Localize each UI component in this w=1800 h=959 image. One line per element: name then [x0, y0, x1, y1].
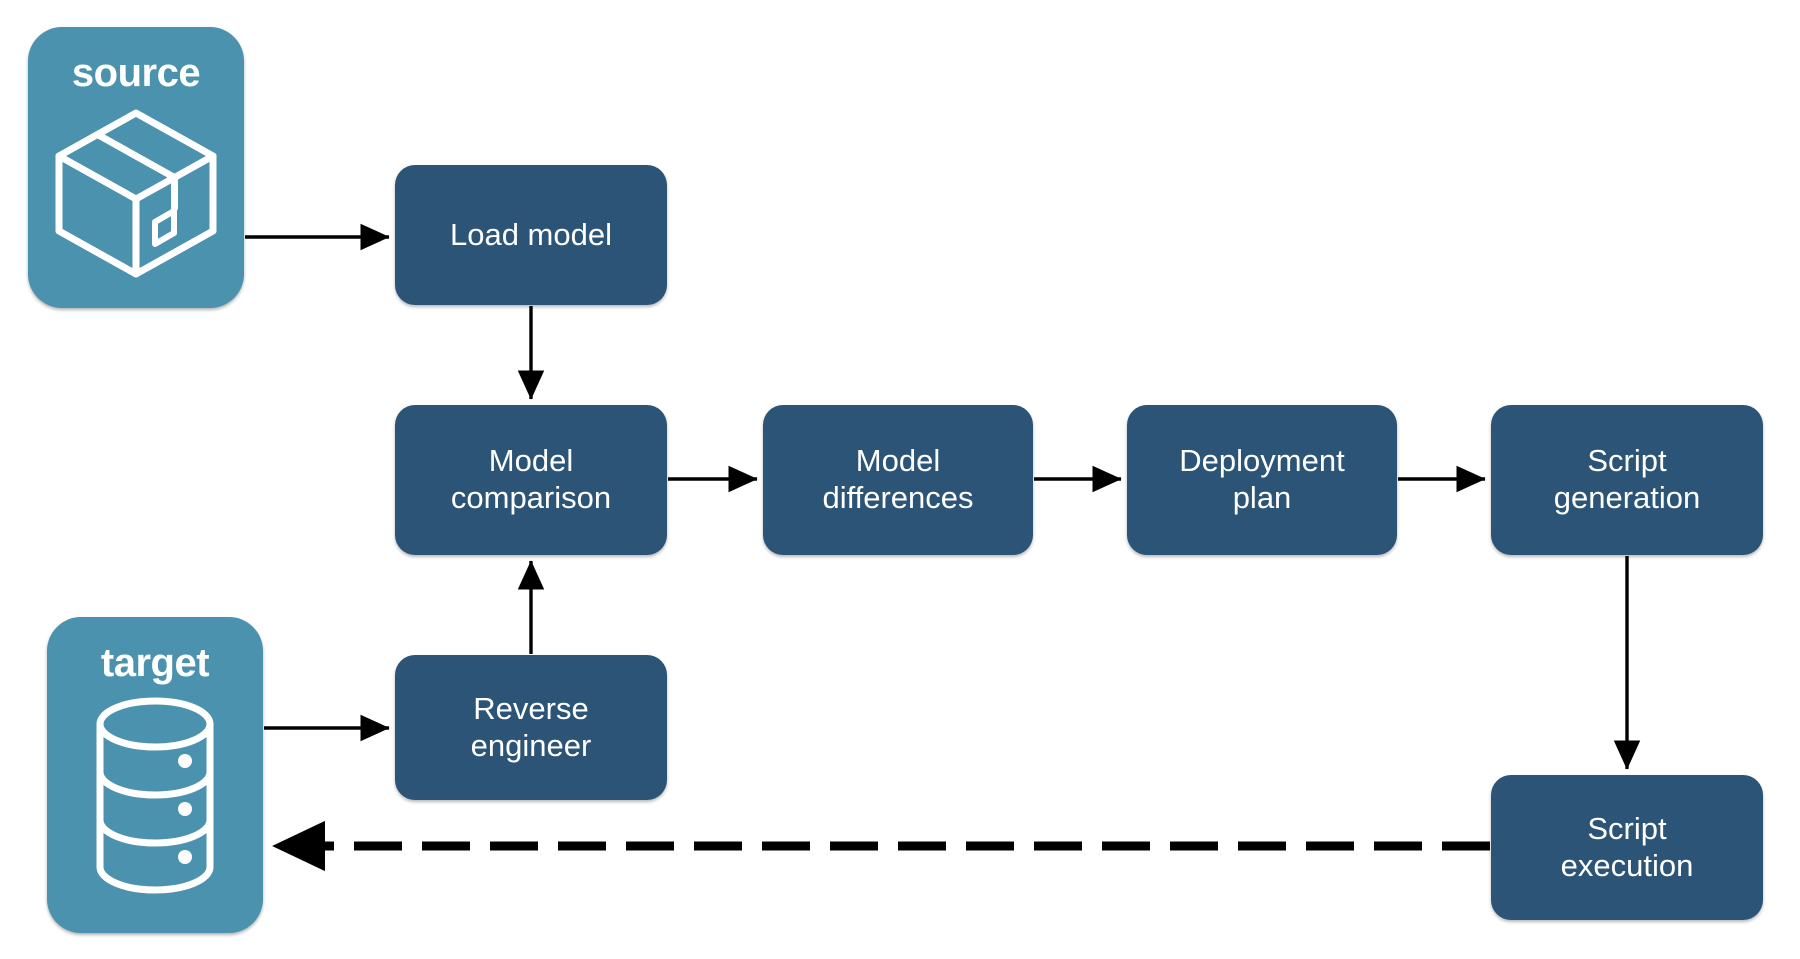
- process-load-model[interactable]: Load model: [395, 165, 667, 305]
- process-script-generation-label: Script generation: [1553, 443, 1701, 515]
- process-model-differences[interactable]: Model differences: [763, 405, 1033, 555]
- database-cylinder-icon: [75, 693, 235, 903]
- process-model-differences-label: Model differences: [822, 443, 974, 515]
- process-deployment-plan[interactable]: Deployment plan: [1127, 405, 1397, 555]
- endpoint-target-label: target: [100, 641, 210, 685]
- process-deployment-plan-label: Deployment plan: [1179, 443, 1345, 515]
- package-box-icon: [41, 103, 231, 288]
- process-script-execution[interactable]: Script execution: [1491, 775, 1763, 920]
- endpoint-source[interactable]: source: [28, 27, 244, 308]
- process-model-comparison[interactable]: Model comparison: [395, 405, 667, 555]
- process-load-model-label: Load model: [449, 216, 612, 252]
- process-model-comparison-label: Model comparison: [450, 443, 612, 515]
- endpoint-source-label: source: [71, 51, 201, 95]
- process-script-execution-label: Script execution: [1560, 810, 1694, 883]
- process-reverse-engineer[interactable]: Reverse engineer: [395, 655, 667, 800]
- process-script-generation[interactable]: Script generation: [1491, 405, 1763, 555]
- process-reverse-engineer-label: Reverse engineer: [470, 690, 592, 763]
- endpoint-target[interactable]: target: [47, 617, 263, 933]
